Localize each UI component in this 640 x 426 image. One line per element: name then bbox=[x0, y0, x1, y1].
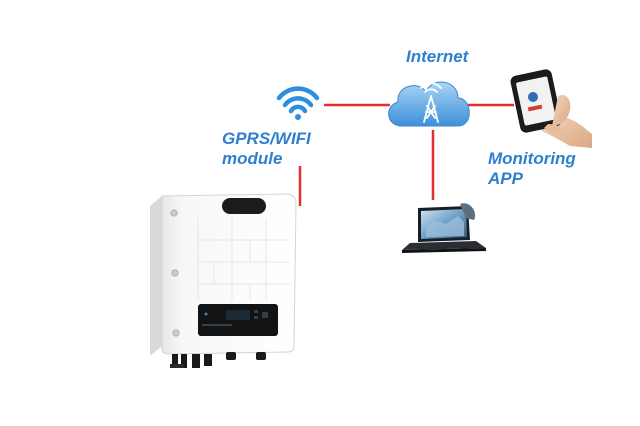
label-module: module bbox=[222, 149, 283, 168]
bottom-connectors bbox=[170, 352, 266, 368]
laptop-icon bbox=[402, 203, 486, 253]
connector-lines bbox=[298, 103, 514, 206]
wifi-icon bbox=[276, 86, 320, 120]
inverter-device bbox=[150, 193, 297, 368]
label-internet: Internet bbox=[406, 47, 469, 66]
lcd-screen bbox=[226, 310, 250, 320]
smartphone-icon bbox=[510, 69, 592, 148]
tower-icon bbox=[420, 82, 442, 123]
cloud-icon bbox=[388, 81, 470, 127]
label-monitoring: Monitoring bbox=[488, 149, 576, 168]
handle-slot bbox=[222, 198, 266, 214]
screw-icon bbox=[172, 329, 180, 337]
panel-tiles bbox=[197, 218, 290, 300]
label-gprs-wifi: GPRS/WIFI bbox=[222, 129, 311, 148]
screw-icon bbox=[171, 269, 179, 277]
screw-icon bbox=[170, 209, 178, 217]
label-app: APP bbox=[488, 169, 523, 188]
